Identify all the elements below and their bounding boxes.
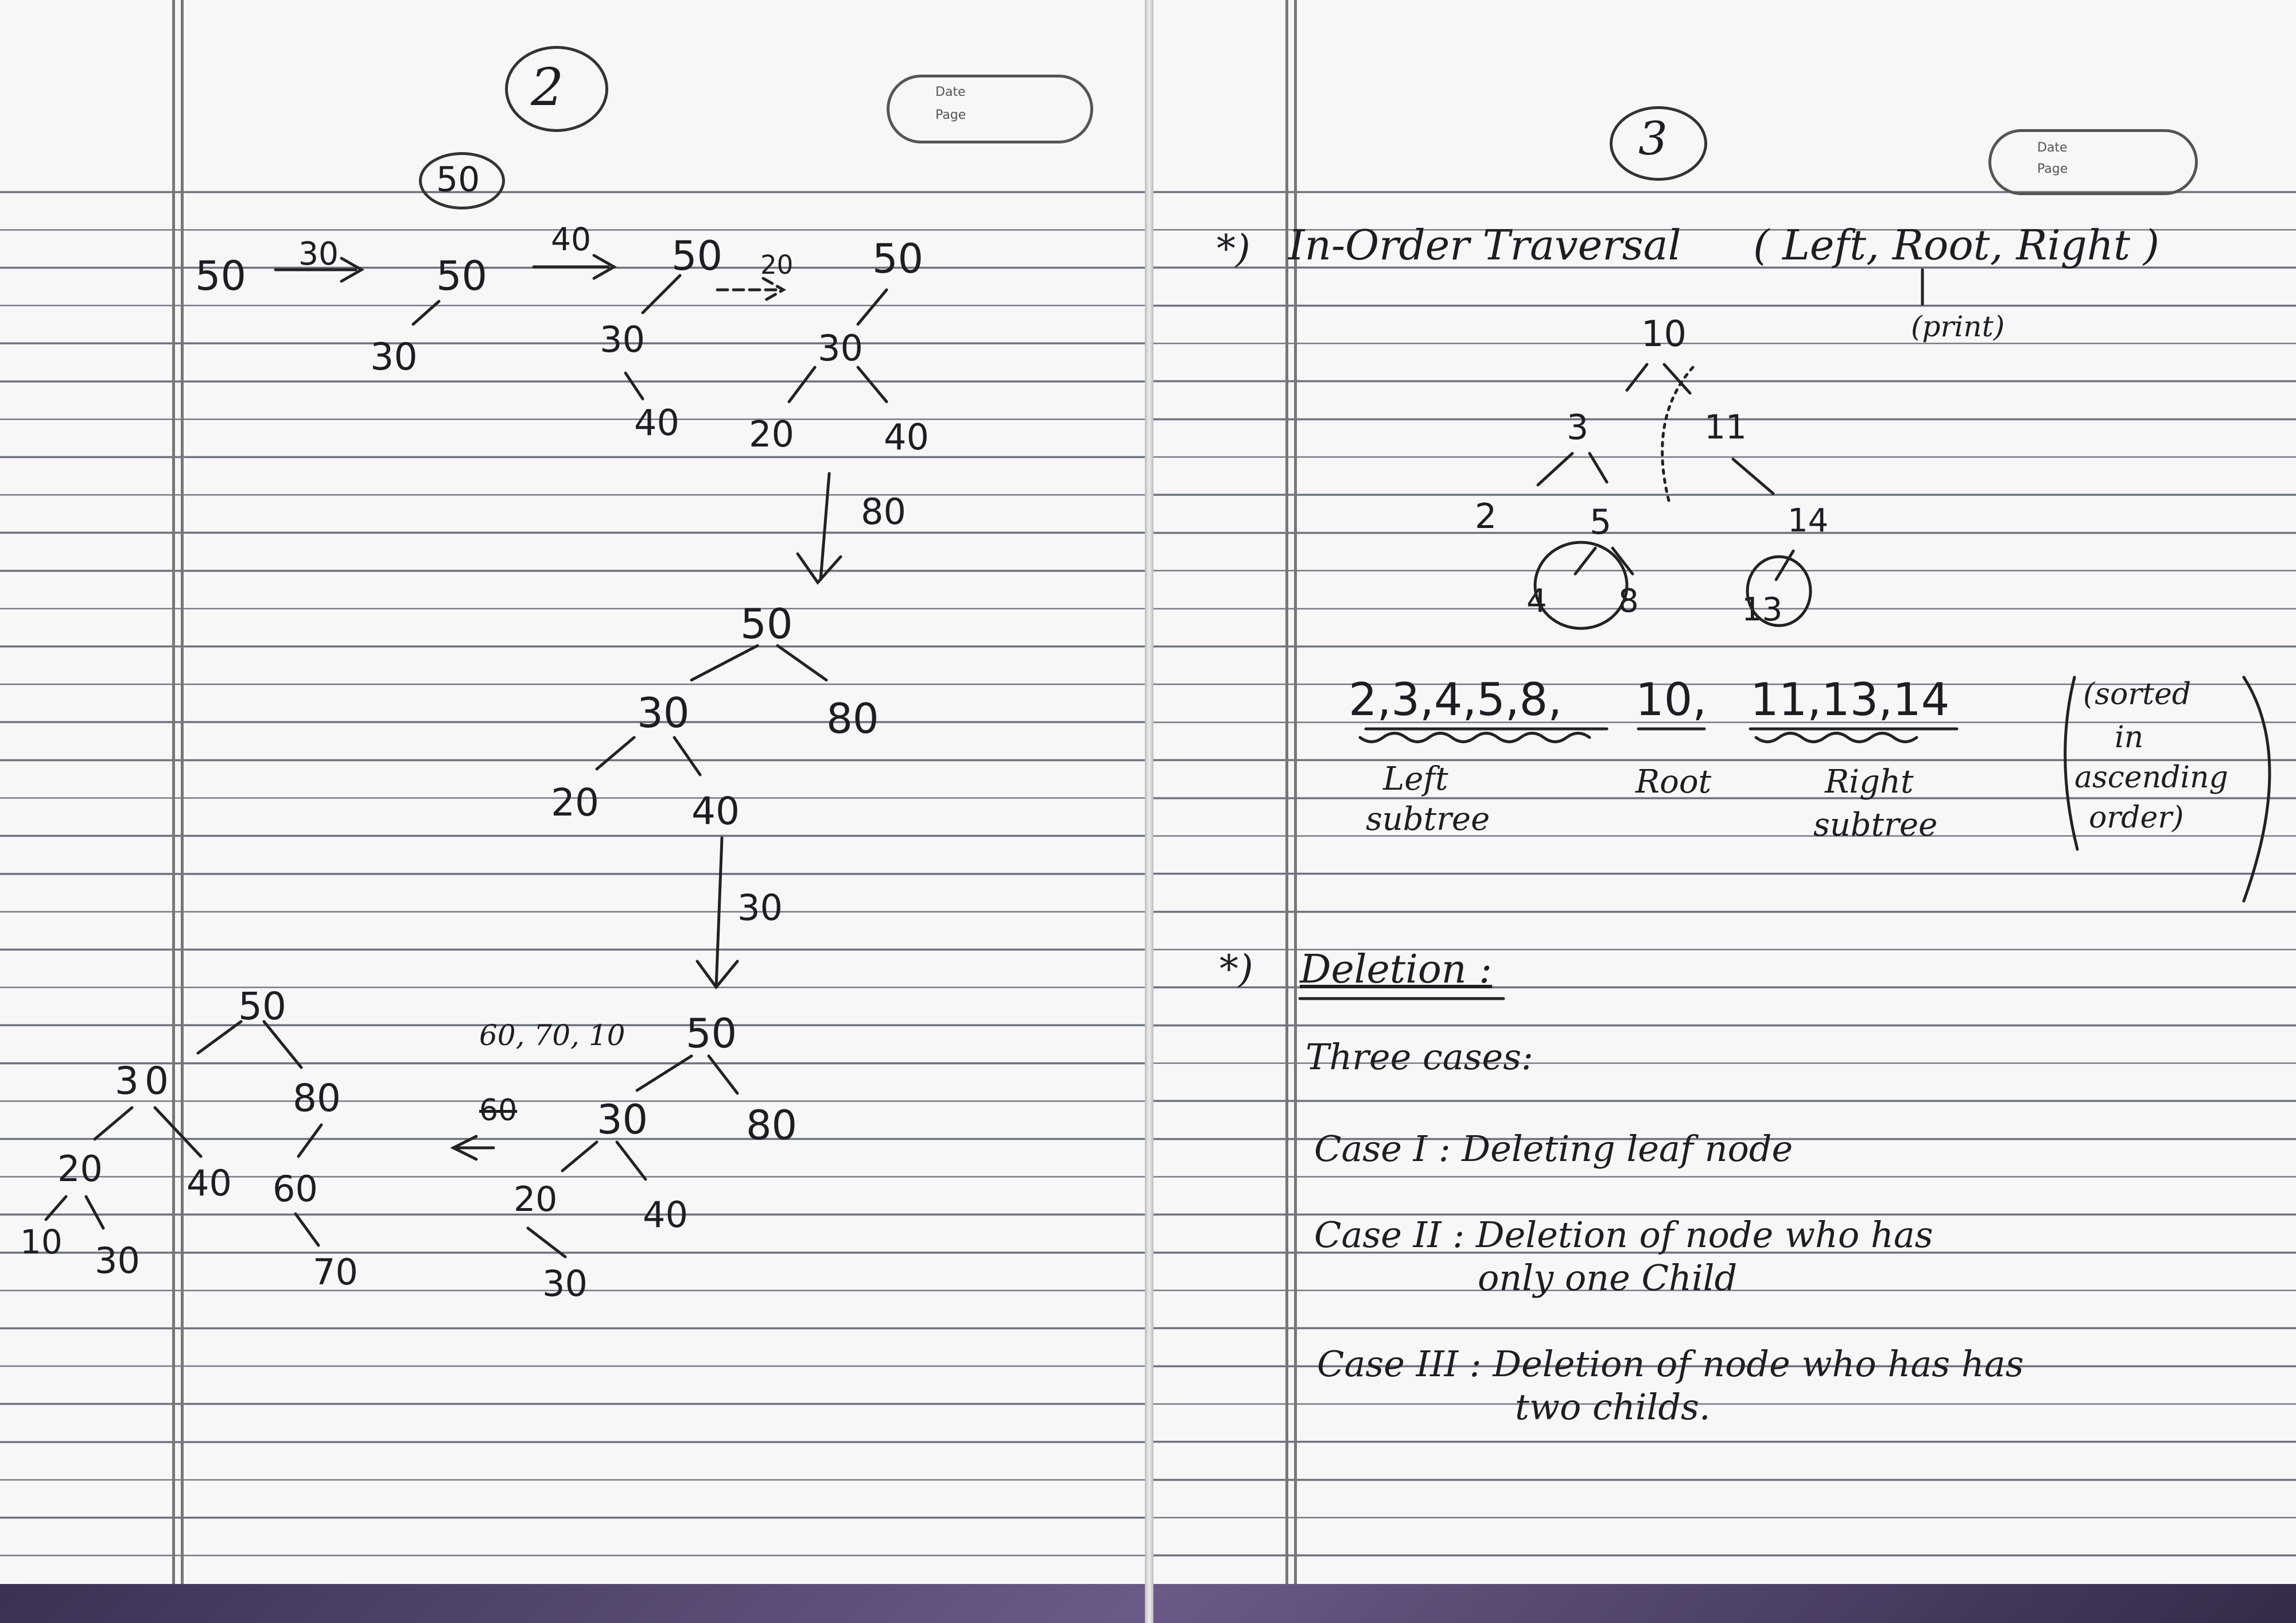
sorted-note-2: in [2115,720,2144,755]
step30-new-node: 30 [542,1263,588,1304]
right-margin-line-2 [1294,0,1297,1584]
page-label-right: Page [2037,162,2068,176]
page-number: 2 [531,57,564,118]
tree1-root: 50 [436,253,488,300]
sorted-note-3: ascending [2074,760,2228,795]
step30-root: 50 [686,1010,737,1057]
step80-left: 30 [637,689,690,737]
case-1: Case I : Deleting leaf node [1314,1128,1793,1170]
tree-lr-right: 8 [1618,583,1639,620]
bullet-star-1: *) [1217,227,1250,271]
sequence-right: 11,13,14 [1750,674,1950,726]
print-note: (print) [1911,310,2005,343]
right-page-ink-strokes [1298,268,2271,1000]
date-label: Date [935,85,966,99]
notebook-spine [1145,0,1153,1623]
three-cases: Three cases: [1306,1036,1533,1078]
struck-note: 60 [479,1093,518,1128]
page-label: Page [935,108,966,122]
final-left-left-left: 10 [20,1222,63,1261]
step80-left-left: 20 [551,781,599,825]
case-3-line-1: Case III : Deletion of node who has has [1317,1343,2024,1385]
root-boxed-value: 50 [436,160,480,200]
sequence-left: 2,3,4,5,8, [1349,674,1563,726]
tree-root: 10 [1641,313,1687,355]
left-margin-line-2 [181,0,184,1584]
date-page-stamp-right [1988,129,2198,195]
tree2-root: 50 [671,232,723,279]
sorted-note-4: order) [2089,801,2184,835]
step30-left: 30 [597,1096,648,1143]
label-left-subtree-1: Left [1383,760,1448,798]
page-number-circle [505,46,608,132]
page-number-right: 3 [1638,112,1668,165]
page-number-circle-right [1610,106,1707,181]
date-page-stamp [887,75,1093,143]
label-right-subtree-2: subtree [1813,806,1938,844]
sequence-root: 10, [1635,674,1707,726]
seq-arrow1-label: 30 [298,235,339,272]
bullet-star-2: *) [1219,947,1253,991]
step30-right: 80 [746,1102,798,1149]
final-left-left: 20 [57,1148,103,1190]
tree-lr-left: 4 [1526,583,1547,620]
sorted-note-1: (sorted [2083,677,2192,712]
final-left-right: 40 [187,1162,232,1204]
inorder-heading: In-Order Traversal [1288,221,1681,269]
final-right: 80 [293,1076,341,1120]
date-label-right: Date [2037,141,2068,155]
step30-left-left: 20 [514,1179,558,1220]
right-margin-line [1285,0,1288,1584]
inorder-order: ( Left, Root, Right ) [1753,221,2159,269]
step80-arrow-label: 80 [861,491,906,533]
final-right-left-right: 70 [313,1251,358,1293]
right-page-header-area [1153,0,2296,189]
step80-left-right: 40 [691,789,740,833]
tree-right-right: 14 [1788,502,1829,539]
label-right-subtree-1: Right [1825,763,1914,801]
seq-arrow3-label: 20 [760,250,794,280]
final-right-left: 60 [273,1168,318,1210]
tree3-left-left: 20 [749,413,794,455]
label-left-subtree-2: subtree [1366,801,1490,838]
seq-start: 50 [195,253,247,300]
deletion-heading: Deletion : [1300,947,1493,992]
seq-arrow2-label: 40 [551,221,591,258]
pending-inserts-note: 60, 70, 10 [479,1019,626,1052]
final-root: 50 [238,984,286,1028]
label-root: Root [1635,763,1712,801]
tree2-left-right: 40 [634,402,679,444]
tree3-left-right: 40 [884,416,929,458]
root-circle [419,152,505,209]
left-page-ink-strokes [44,254,888,1259]
case-2-line-2: only one Child [1478,1257,1738,1299]
right-notebook-page: 3 Date Page *) In-Order Traversal ( Left… [1153,0,2296,1584]
tree-left-left: 2 [1475,496,1497,537]
step80-right: 80 [826,694,879,743]
tree2-left: 30 [600,319,645,360]
tree1-left: 30 [370,336,418,379]
tree3-root: 50 [872,235,924,282]
left-notebook-page: 2 Date Page 50 50 30 50 30 40 50 30 40 2… [0,0,1145,1584]
step30-left-right: 40 [643,1194,688,1236]
final-left-left-right: 30 [95,1240,140,1282]
tree-left-right: 5 [1590,502,1612,542]
step30-arrow-label: 30 [737,887,783,929]
case-3-line-2: two childs. [1515,1386,1711,1428]
tree-left: 3 [1567,407,1589,448]
left-margin-line [172,0,175,1584]
case-2-line-1: Case II : Deletion of node who has [1314,1214,1933,1256]
final-left: 30 [115,1059,174,1103]
step80-root: 50 [740,600,793,648]
tree-right: 11 [1704,407,1747,446]
tree3-left: 30 [818,327,863,369]
